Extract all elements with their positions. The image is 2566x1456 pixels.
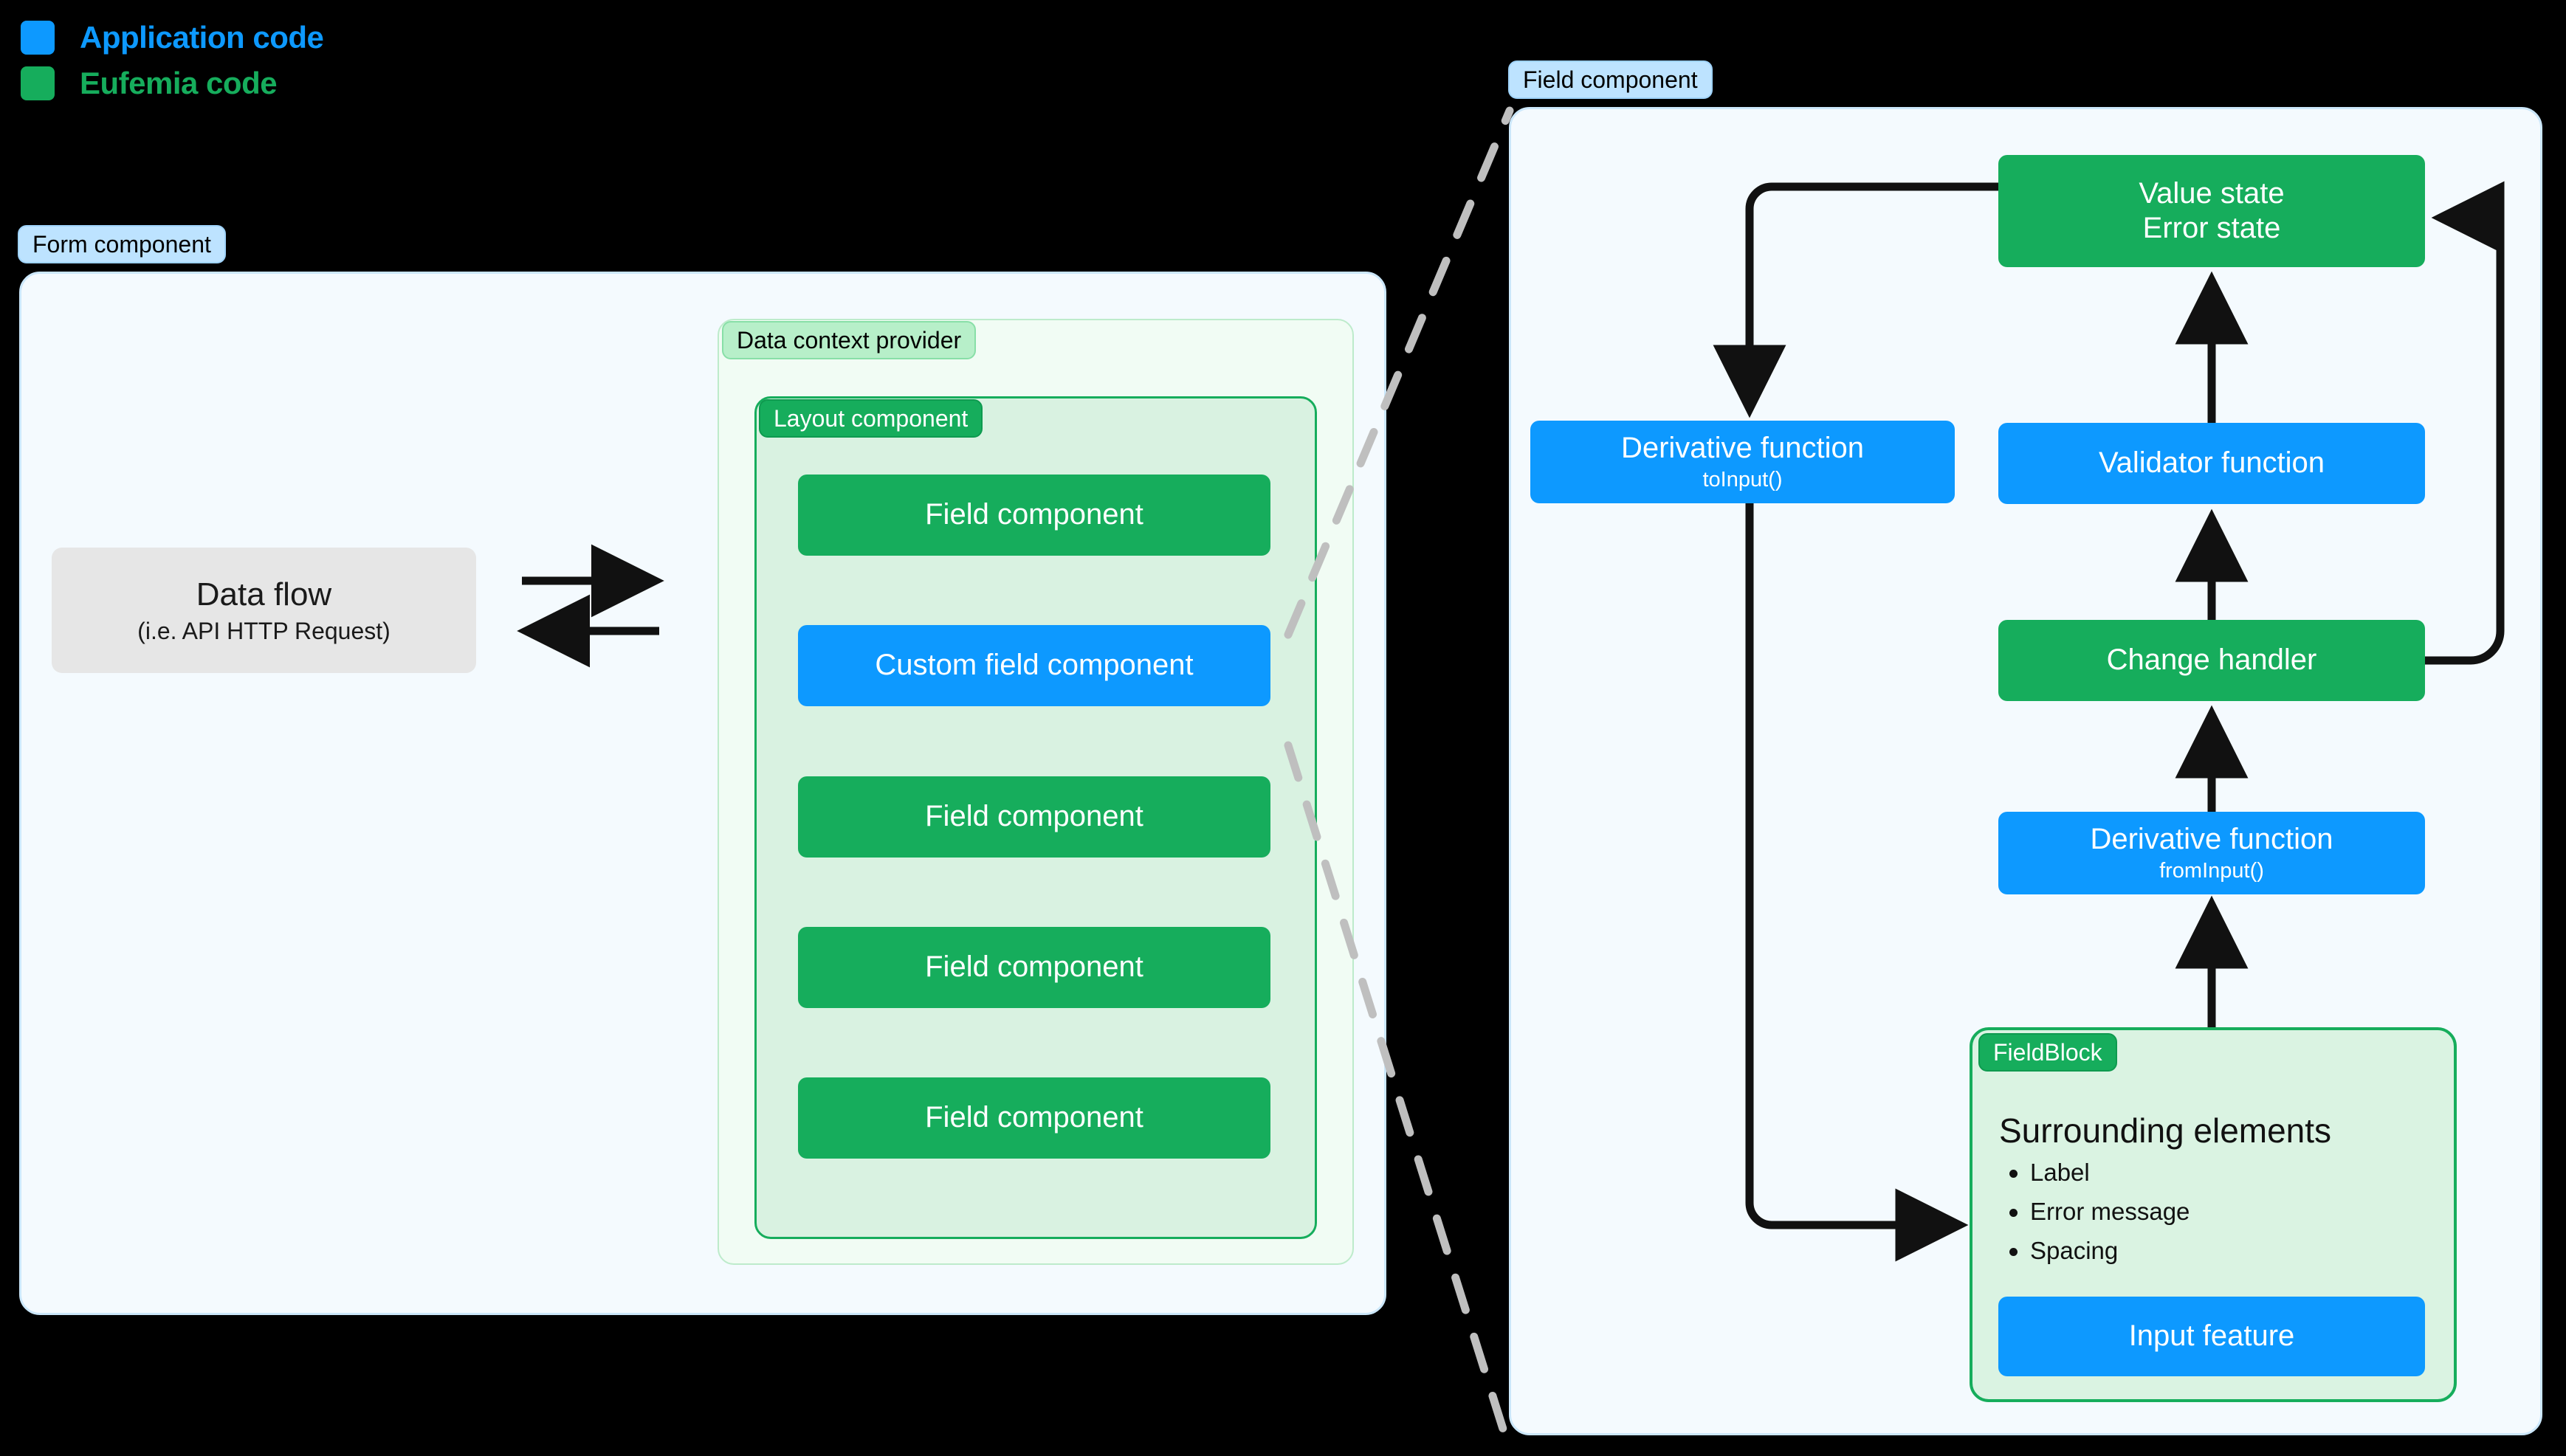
legend-label-eufemia-code: Eufemia code [80,66,278,100]
layout-component-tag: Layout component [759,399,983,438]
derivative-function-toinput-box: Derivative function toInput() [1530,421,1955,503]
field-component-box-2: Field component [798,776,1270,858]
legend-item-eufemia-code: Eufemia code [21,61,323,106]
input-feature-box: Input feature [1998,1297,2425,1376]
derivative-function-frominput-box: Derivative function fromInput() [1998,812,2425,894]
derivative-frominput-sub: fromInput() [2159,859,2264,883]
legend-item-application-code: Application code [21,15,324,61]
form-component-tag: Form component [18,225,226,263]
field-block-tag: FieldBlock [1978,1033,2117,1072]
validator-function-label: Validator function [2098,446,2325,480]
derivative-frominput-title: Derivative function [2090,823,2333,856]
error-state-label: Error state [2142,212,2281,244]
legend: Application code Eufemia code [21,15,324,106]
derivative-toinput-title: Derivative function [1620,432,1865,465]
value-state-label: Value state [2139,176,2285,210]
data-flow-title: Data flow [196,576,332,613]
application-code-swatch [21,21,55,55]
field-component-label-1: Field component [925,498,1143,531]
list-item-spacing: Spacing [1999,1237,2190,1265]
surrounding-elements-heading: Surrounding elements [1999,1111,2332,1150]
legend-label-application-code: Application code [80,20,324,55]
field-component-label-3: Field component [925,950,1143,984]
field-component-box-4: Field component [798,1077,1270,1159]
validator-function-box: Validator function [1998,423,2425,504]
list-item-error-message: Error message [1999,1198,2190,1226]
data-flow-box: Data flow (i.e. API HTTP Request) [52,548,476,673]
change-handler-box: Change handler [1998,620,2425,701]
input-feature-label: Input feature [2128,1319,2295,1353]
change-handler-label: Change handler [2106,644,2317,677]
value-error-state-box: Value state Error state [1998,155,2425,267]
list-item-label: Label [1999,1159,2190,1187]
field-component-tag: Field component [1508,61,1713,99]
eufemia-code-swatch [21,66,55,100]
custom-field-component-box: Custom field component [798,625,1270,706]
derivative-toinput-sub: toInput() [1702,468,1783,492]
field-component-box-3: Field component [798,927,1270,1008]
field-component-box-1: Field component [798,475,1270,556]
surrounding-elements-list: Label Error message Spacing [1999,1159,2190,1276]
field-component-label-4: Field component [925,1101,1143,1134]
data-flow-subtitle: (i.e. API HTTP Request) [137,617,391,644]
field-component-label-2: Field component [925,800,1143,833]
custom-field-component-label: Custom field component [875,649,1194,682]
data-context-provider-tag: Data context provider [722,321,977,359]
